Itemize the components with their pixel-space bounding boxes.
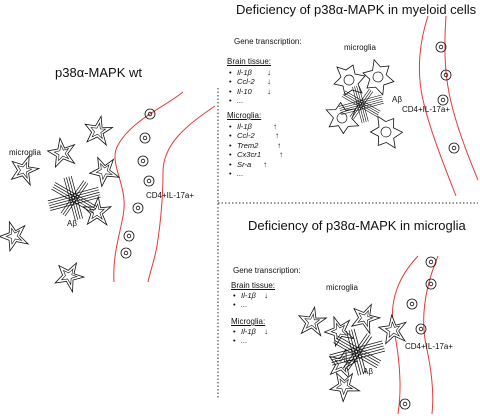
microglia-def-t-cell-label: CD4+IL-17a+	[405, 342, 454, 351]
gene-item: Il-10 ↓	[229, 86, 271, 97]
microglia-def-abeta-label: Aβ	[363, 367, 373, 376]
down-arrow-icon: ↓	[267, 86, 271, 96]
gene-name: Il-1β	[241, 291, 256, 300]
gene-name: ...	[237, 96, 244, 106]
myeloid-t-cell-label: CD4+IL-17a+	[402, 105, 451, 114]
myeloid-microglia-gene-list: Il-1β↑ Ccl-2↑ Trem2↑ Cx3cr1↑ Sr-a↑ ...	[229, 122, 283, 179]
up-arrow-icon: ↑	[273, 122, 277, 131]
gene-name: Ccl-2	[237, 77, 255, 87]
wt-microglia-cells	[0, 113, 123, 295]
wt-title: p38α-MAPK wt	[55, 65, 142, 80]
wt-t-cells	[120, 108, 156, 259]
gene-name: ...	[241, 300, 248, 310]
gene-name: Cx3cr1	[237, 150, 262, 160]
myeloid-t-cells	[435, 41, 460, 154]
gene-item: Il-1β ↓	[233, 291, 268, 301]
wt-t-cell-label: CD4+IL-17a+	[146, 191, 195, 200]
gene-item: ...	[233, 300, 256, 310]
microglia-def-brain-tissue-heading: Brain tissue:	[231, 281, 276, 290]
gene-name: Ccl-2	[237, 131, 255, 141]
myeloid-title: Deficiency of p38α-MAPK in myeloid cells	[236, 2, 477, 17]
microglia-def-microglia-label: microglia	[326, 283, 359, 292]
down-arrow-icon: ↓	[267, 68, 271, 77]
gene-item: Il-1β ↓	[229, 68, 271, 78]
myeloid-brain-gene-list: Il-1β ↓ Ccl-2 ↓ Il-10 ↓ ...	[229, 68, 271, 106]
microglia-t-cells	[399, 256, 437, 410]
gene-item: ...	[233, 336, 256, 346]
up-arrow-icon: ↑	[277, 140, 281, 150]
gene-item: Il-1β ↑	[229, 122, 277, 132]
myeloid-abeta-label: Aβ	[392, 95, 402, 104]
up-arrow-icon: ↑	[263, 159, 267, 169]
gene-item: ...	[229, 169, 261, 179]
up-arrow-icon: ↑	[275, 131, 279, 141]
gene-name: Sr-a	[237, 159, 252, 169]
microglia-def-brain-gene-list: Il-1β ↓ ...	[233, 291, 268, 310]
myeloid-blood-vessel	[418, 15, 479, 197]
up-arrow-icon: ↑	[279, 150, 283, 160]
gene-item: Ccl-2 ↓	[229, 77, 271, 87]
down-arrow-icon: ↓	[264, 327, 268, 336]
gene-item: Ccl-2 ↑	[229, 131, 279, 141]
gene-item: ...	[229, 96, 255, 106]
gene-item: Sr-a ↑	[229, 159, 267, 170]
myeloid-microglia-heading: Microglia:	[227, 111, 262, 120]
wt-abeta-label: Aβ	[67, 219, 77, 228]
down-arrow-icon: ↓	[264, 291, 268, 300]
myeloid-brain-tissue-heading: Brain tissue:	[227, 57, 272, 66]
gene-name: Il-10	[237, 86, 252, 96]
wt-blood-vessel	[113, 91, 216, 283]
microglia-def-microglia-heading: Microglia:	[231, 317, 266, 326]
gene-name: Il-1β	[237, 122, 252, 131]
wt-microglia-label: microglia	[9, 148, 42, 157]
gene-item: Il-1β ↓	[233, 327, 268, 337]
microglia-def-gene-transcription-heading: Gene transcription:	[233, 266, 301, 275]
gene-name: Il-1β	[237, 68, 252, 77]
gene-item: Cx3cr1 ↑	[229, 150, 283, 160]
myeloid-gene-transcription-heading: Gene transcription:	[234, 37, 302, 46]
gene-name: Il-1β	[241, 327, 256, 336]
microglia-def-microglia-gene-list: Il-1β ↓ ...	[233, 327, 268, 346]
gene-item: Trem2 ↑	[229, 140, 281, 151]
microglia-def-title: Deficiency of p38α-MAPK in microglia	[248, 218, 466, 233]
gene-name: ...	[237, 169, 244, 179]
down-arrow-icon: ↓	[267, 77, 271, 87]
gene-name: ...	[241, 336, 248, 346]
gene-name: Trem2	[237, 140, 259, 150]
myeloid-microglia-label: microglia	[344, 43, 377, 52]
